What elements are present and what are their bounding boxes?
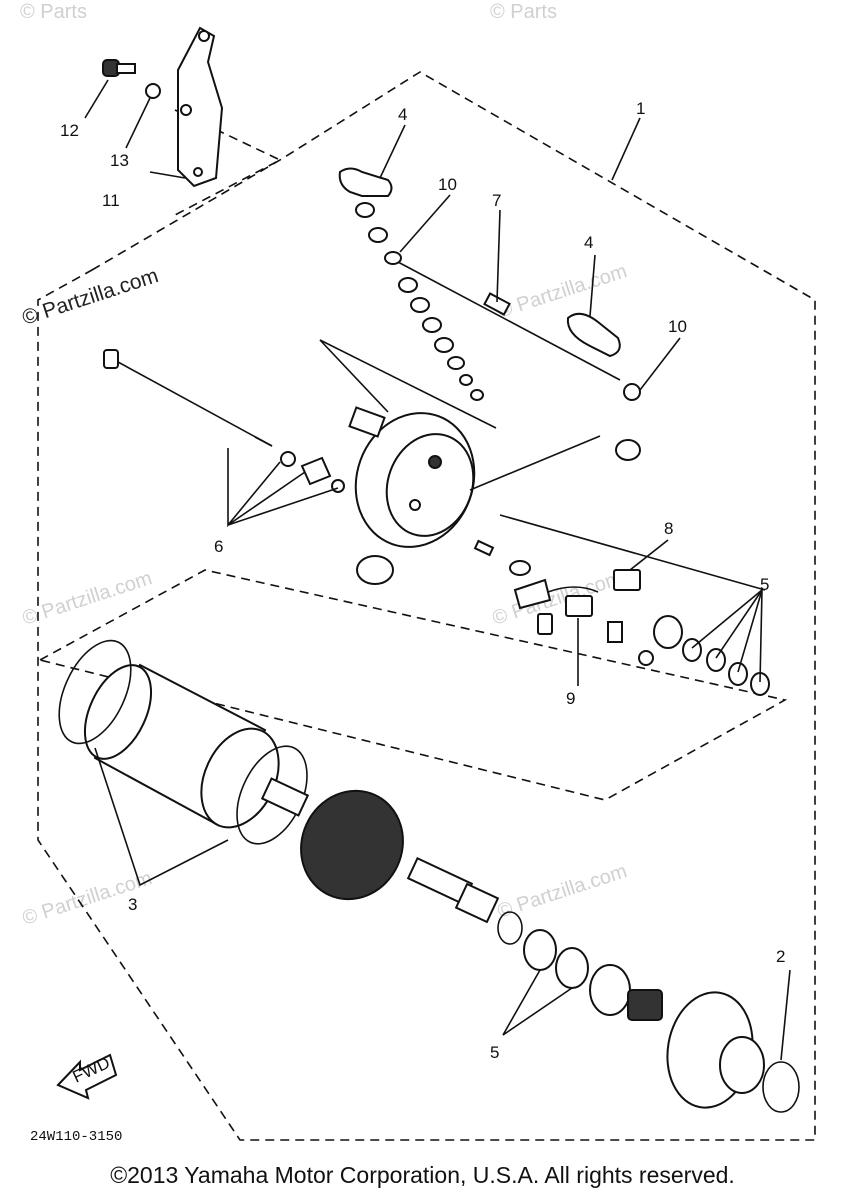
callout-3: 3 (128, 895, 137, 914)
callout-8: 8 (664, 519, 673, 538)
rear-cover-part (348, 406, 476, 548)
callout-10: 10 (438, 175, 457, 194)
front-hardware (497, 911, 800, 1113)
callout-4: 4 (584, 233, 593, 252)
bracket-part (177, 26, 224, 188)
watermark: © Partzilla.com (19, 264, 161, 330)
lead-eye-part (623, 383, 641, 401)
callout-5: 5 (760, 575, 769, 594)
bush-and-washers-right (607, 615, 770, 696)
callout-10: 10 (668, 317, 687, 336)
callout-11: 11 (102, 191, 120, 210)
terminal-rod-part (397, 261, 621, 381)
leader-lines (84, 79, 791, 1061)
small-hardware (280, 439, 641, 635)
bolt-part (102, 59, 136, 77)
watermark: © Partzilla.com (490, 567, 625, 630)
callout-1: 1 (636, 99, 645, 118)
watermark: © Parts (20, 1, 87, 23)
watermark: © Partzilla.com (20, 567, 155, 630)
armature-part (260, 777, 500, 924)
callout-13: 13 (110, 151, 129, 170)
watermark: © Parts (490, 1, 557, 23)
brush-9-part (565, 595, 593, 617)
callout-5: 5 (490, 1043, 499, 1062)
o-ring-part (762, 1061, 800, 1113)
callout-4: 4 (398, 105, 407, 124)
watermark: © Partzilla.com (495, 260, 630, 323)
callout-2: 2 (776, 947, 785, 966)
callout-6: 6 (214, 537, 223, 556)
callout-12: 12 (60, 121, 79, 140)
brush-8-part (613, 569, 641, 591)
insulator-washer-stack (355, 202, 484, 401)
through-bolt-part (103, 349, 273, 447)
fwd-arrow-icon: FWD (56, 1053, 118, 1100)
terminal-boot-part (338, 167, 393, 197)
washer-part (145, 83, 161, 99)
copyright-footer: ©2013 Yamaha Motor Corporation, U.S.A. A… (110, 1162, 735, 1188)
yoke-part (58, 639, 308, 845)
diagram-code: 24W110-3150 (30, 1129, 122, 1145)
assembly-boundary (37, 71, 816, 1141)
callout-9: 9 (566, 689, 575, 708)
callout-7: 7 (492, 191, 501, 210)
yoke-boundary (39, 569, 788, 801)
terminal-boot-part (566, 312, 621, 358)
